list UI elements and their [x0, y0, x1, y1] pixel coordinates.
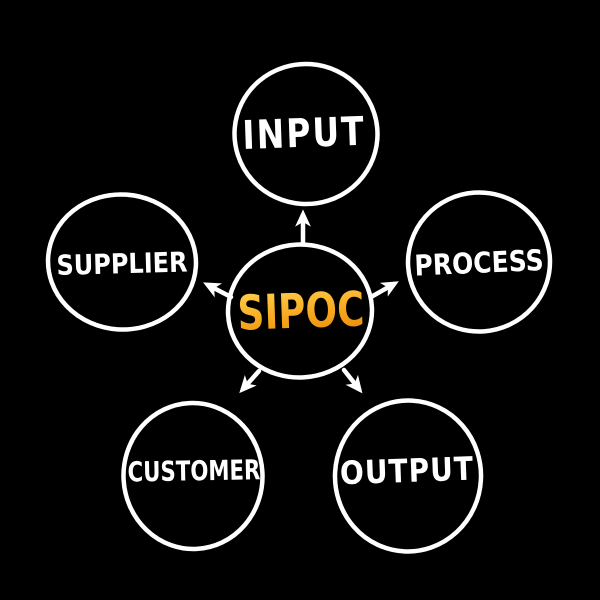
node-label-customer: CUSTOMER	[127, 453, 261, 489]
node-circle-output	[332, 398, 484, 554]
arrow-to-customer	[239, 368, 262, 394]
center-node-label: SIPOC	[236, 282, 366, 342]
node-circle-customer	[121, 400, 265, 552]
node-circle-supplier	[45, 192, 199, 332]
node-label-output: OUTPUT	[339, 449, 475, 493]
node-label-input: INPUT	[241, 107, 367, 159]
arrow-to-output	[341, 367, 363, 394]
arrow-to-supplier	[203, 282, 234, 300]
node-circle-input	[232, 61, 380, 207]
node-circle-process	[405, 190, 553, 334]
node-label-supplier: SUPPLIER	[56, 246, 188, 282]
node-label-process: PROCESS	[413, 243, 545, 283]
arrow-to-process	[368, 281, 399, 300]
center-node-circle	[225, 242, 375, 380]
